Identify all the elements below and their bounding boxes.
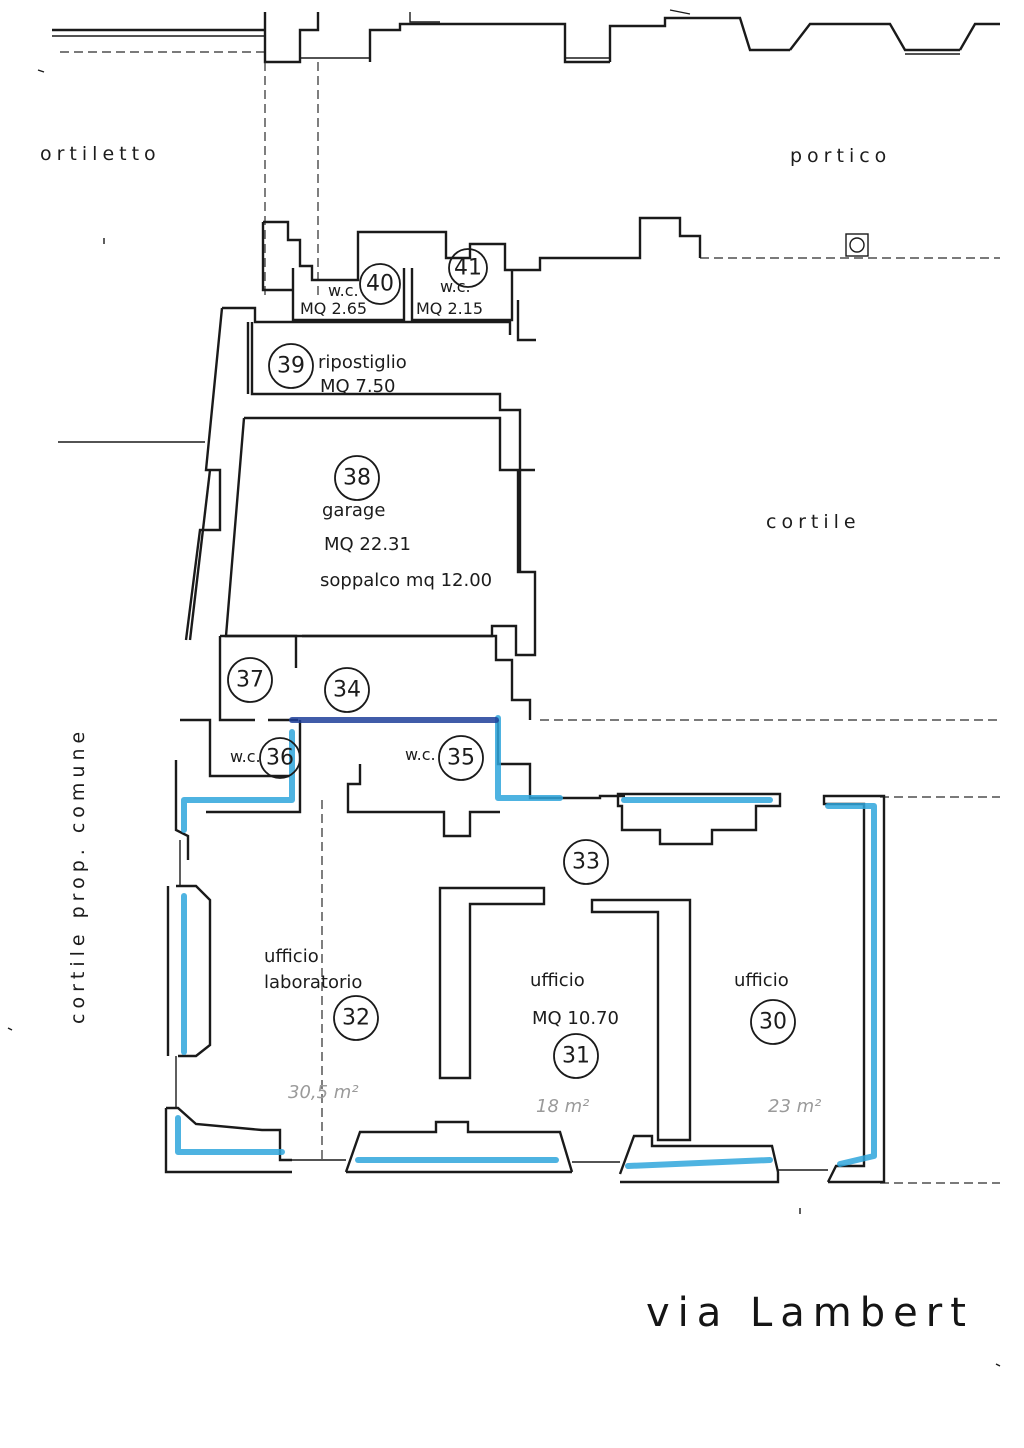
room-39-label: ripostiglio: [318, 352, 407, 373]
room-31-area: MQ 10.70: [532, 1008, 619, 1029]
room-number-34: 34: [333, 678, 361, 703]
room-number-30: 30: [759, 1010, 787, 1035]
room-38-area: MQ 22.31: [324, 534, 411, 555]
room-number-36: 36: [266, 746, 294, 771]
tick-marks: [7, 69, 1001, 1367]
room-40-area: MQ 2.65: [300, 299, 367, 318]
outer-walls: [164, 216, 886, 1184]
room-number-40: 40: [366, 272, 394, 297]
room-number-35: 35: [447, 746, 475, 771]
room-number-37: 37: [236, 668, 264, 693]
room-38-label: garage: [322, 500, 385, 521]
top-facade: [52, 9, 1000, 64]
highlight-marks: [175, 715, 877, 1169]
room-40-label: w.c.: [328, 281, 359, 300]
room-38-mezzanine: soppalco mq 12.00: [320, 570, 492, 591]
room-number-31: 31: [562, 1044, 590, 1069]
room-numbers: 40 41 39 38 37 34 36 35 33 32 31 30: [227, 248, 796, 1079]
room-number-38: 38: [343, 466, 371, 491]
room-31-handwritten-area: 18 m²: [536, 1096, 589, 1117]
room-32-handwritten-area: 30,5 m²: [288, 1082, 359, 1103]
room-32-label-line2: laboratorio: [264, 972, 362, 993]
street-name: via Lambert: [646, 1290, 974, 1336]
room-labels: w.c. MQ 2.65 w.c. MQ 2.15 ripostiglio MQ…: [230, 277, 821, 1117]
room-30-handwritten-area: 23 m²: [768, 1096, 821, 1117]
room-41-area: MQ 2.15: [416, 299, 483, 318]
area-label-cortiletto: ortiletto: [40, 143, 161, 165]
room-41-label: w.c.: [440, 277, 471, 296]
room-number-39: 39: [277, 354, 305, 379]
room-36-label: w.c.: [230, 747, 261, 766]
room-30-label: ufficio: [734, 970, 789, 991]
room-number-41: 41: [454, 256, 482, 281]
area-label-cortile: cortile: [766, 511, 861, 533]
room-31-label: ufficio: [530, 970, 585, 991]
area-label-cortile-comune: cortile prop. comune: [67, 727, 89, 1024]
room-number-33: 33: [572, 850, 600, 875]
room-35-label: w.c.: [405, 745, 436, 764]
room-32-label-line1: ufficio: [264, 946, 319, 967]
area-label-portico: portico: [790, 145, 891, 167]
column-marker: [845, 233, 869, 257]
room-39-area: MQ 7.50: [320, 376, 396, 397]
room-number-32: 32: [342, 1006, 370, 1031]
